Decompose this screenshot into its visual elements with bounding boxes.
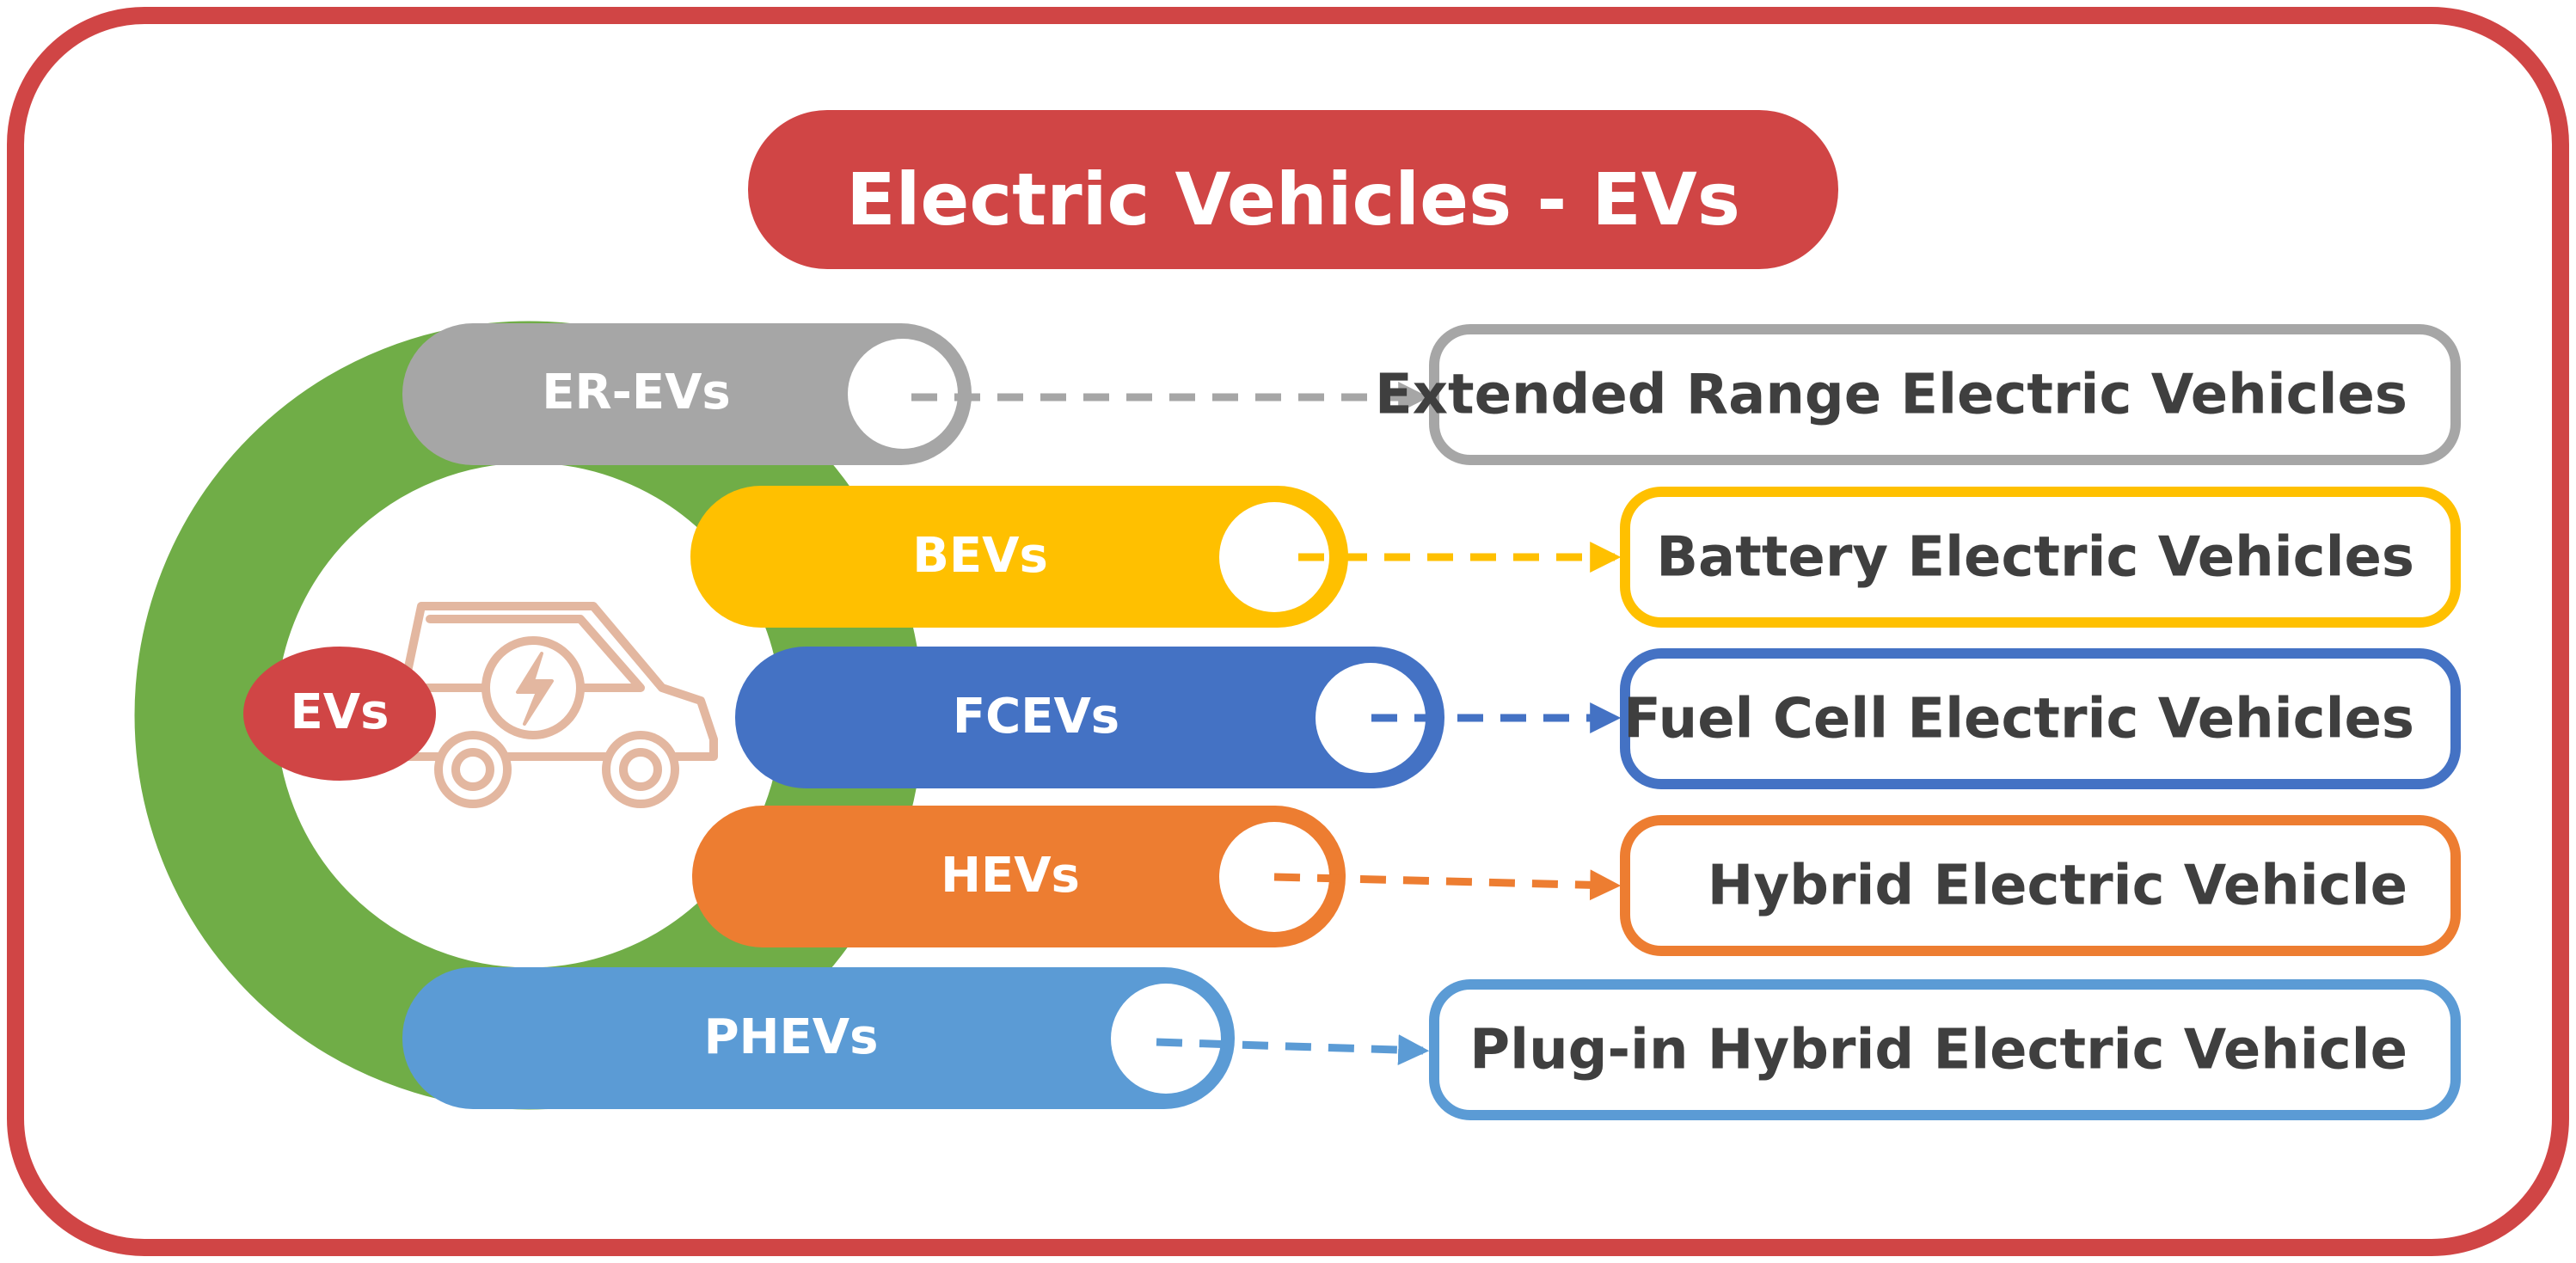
- description-text: Extended Range Electric Vehicles: [1375, 364, 2407, 427]
- abbr-label: PHEVs: [704, 1009, 879, 1065]
- dashed-arrow: [1156, 1034, 1430, 1066]
- abbr-pill: [690, 486, 1348, 628]
- description-text: Hybrid Electric Vehicle: [1708, 855, 2407, 918]
- description-box: [1429, 979, 2461, 1120]
- abbr-pill: [735, 647, 1444, 788]
- category-row-er-evs: ER-EVs Extended Range Electric Vehicles: [402, 323, 2461, 465]
- title-banner: Electric Vehicles - EVs: [748, 110, 1838, 269]
- description-box: [1620, 815, 2461, 956]
- abbr-pill: [402, 323, 972, 465]
- category-row-phevs: PHEVs Plug-in Hybrid Electric Vehicle: [402, 967, 2461, 1120]
- abbr-label: FCEVs: [953, 689, 1119, 745]
- abbr-pill: [692, 806, 1346, 947]
- description-text: Fuel Cell Electric Vehicles: [1623, 688, 2414, 751]
- abbr-label: ER-EVs: [542, 365, 731, 420]
- description-box: [1620, 648, 2461, 789]
- ev-hub: EVs: [243, 647, 436, 781]
- description-box: [1620, 487, 2461, 628]
- dashed-arrow: [1273, 869, 1622, 901]
- category-row-bevs: BEVs Battery Electric Vehicles: [690, 486, 2461, 628]
- pill-node: [848, 339, 958, 449]
- abbr-label: HEVs: [941, 848, 1080, 904]
- pill-node: [1219, 502, 1329, 612]
- description-text: Battery Electric Vehicles: [1656, 526, 2414, 590]
- abbr-pill: [402, 967, 1235, 1109]
- hub-label: EVs: [291, 684, 389, 740]
- category-row-hevs: HEVs Hybrid Electric Vehicle: [692, 806, 2461, 956]
- hub-ellipse: [243, 647, 436, 781]
- title-text: Electric Vehicles - EVs: [846, 157, 1740, 242]
- title-pill: [748, 110, 1838, 269]
- description-text: Plug-in Hybrid Electric Vehicle: [1469, 1019, 2407, 1082]
- category-row-fcevs: FCEVs Fuel Cell Electric Vehicles: [735, 647, 2461, 789]
- pill-node: [1316, 663, 1426, 773]
- description-box: [1429, 324, 2461, 465]
- abbr-label: BEVs: [912, 528, 1048, 584]
